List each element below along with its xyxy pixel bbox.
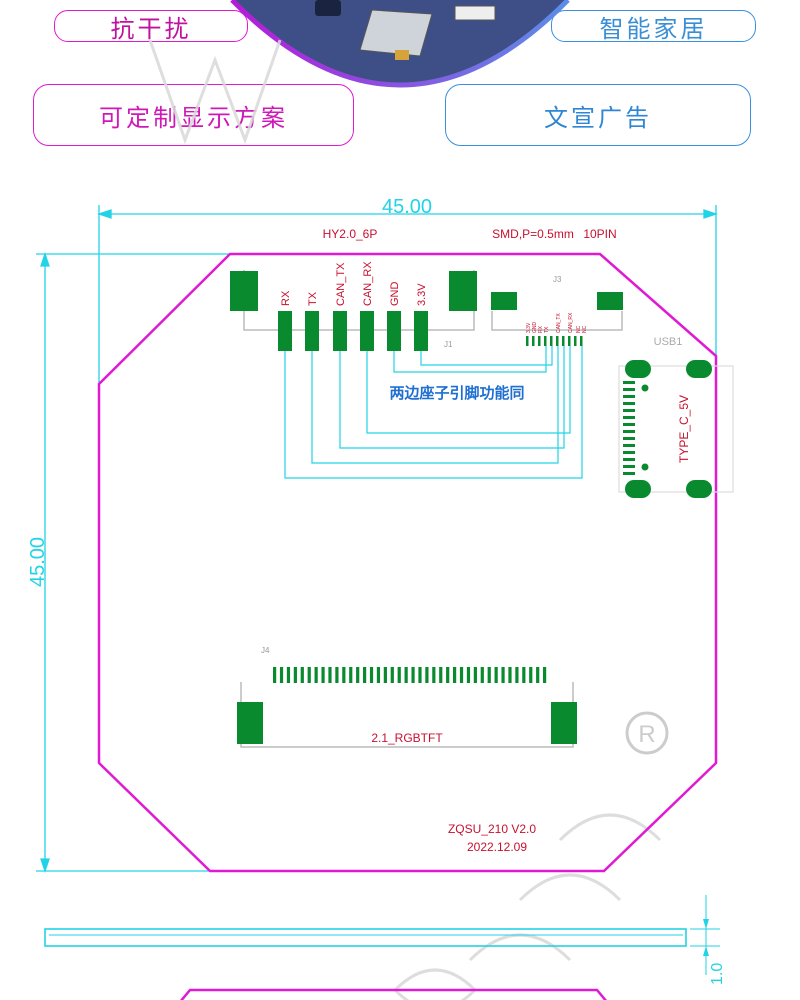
j4-pin — [466, 667, 471, 683]
width-dimension-label: 45.00 — [382, 196, 432, 218]
pin-count-label: 10PIN — [583, 227, 616, 241]
j3-pin-label: NC — [582, 325, 588, 333]
j4-connector — [237, 667, 577, 748]
hy-connector-label: HY2.0_6P — [323, 227, 378, 241]
rgb-connector-label: 2.1_RGBTFT — [371, 731, 443, 745]
badge-anti-interference: 抗干扰 — [54, 10, 248, 43]
same-pinout-note: 两边座子引脚功能同 — [389, 384, 524, 402]
j4-pin — [279, 667, 284, 683]
j4-pin — [363, 667, 367, 683]
j4-pin — [529, 667, 533, 683]
badge-smart-home-text: 智能家居 — [599, 14, 708, 43]
j4-pin — [390, 667, 394, 683]
height-dimension — [36, 251, 230, 874]
height-dimension-label: 45.00 — [27, 537, 49, 587]
usb-type-label: TYPE_C_5V — [677, 395, 691, 463]
product-photo — [230, 0, 570, 88]
j4-pin — [286, 667, 291, 683]
pin-label-can-rx: CAN_RX — [362, 261, 374, 306]
j4-pin — [425, 667, 429, 683]
j3-label: J3 — [553, 275, 562, 284]
j4-pin — [349, 667, 353, 683]
j4-pin — [321, 667, 325, 683]
pin-label-can-tx: CAN_TX — [335, 262, 347, 306]
j1-label: J1 — [444, 340, 453, 349]
j4-pin — [411, 667, 415, 683]
badge-smart-home: 智能家居 — [551, 10, 756, 43]
j4-pin — [335, 667, 339, 683]
j4-pin — [473, 667, 477, 683]
j4-pin — [293, 667, 297, 683]
registered-mark-icon: R — [625, 711, 669, 755]
badge-advertising: 文宣广告 — [445, 84, 751, 146]
j4-pin — [342, 667, 346, 683]
width-dimension — [96, 205, 719, 384]
j3-pin-label: 3.3V — [526, 322, 532, 333]
j4-pin — [383, 667, 387, 683]
j4-pin — [515, 667, 519, 683]
j3-pin-label: GND — [532, 322, 538, 334]
pin-label-tx: TX — [307, 291, 319, 306]
model-label: ZQSU_210 V2.0 — [448, 822, 536, 836]
j4-pin — [418, 667, 422, 683]
j4-pin — [508, 667, 512, 683]
j4-pin — [356, 667, 360, 683]
badge-advertising-text: 文宣广告 — [544, 103, 652, 132]
j4-pin — [522, 667, 526, 683]
j3-pin-label: TX — [544, 326, 550, 333]
board-outline — [97, 252, 718, 873]
j4-pin — [536, 667, 540, 683]
date-label: 2022.12.09 — [467, 840, 527, 854]
registered-mark-letter: R — [638, 721, 655, 748]
pin-label-gnd: GND — [389, 282, 401, 307]
j4-pin — [328, 667, 332, 683]
j3-pin-label: CAN_TX — [556, 313, 562, 333]
j4-pin — [487, 667, 491, 683]
j4-label: J4 — [261, 646, 270, 655]
j4-pin — [300, 667, 304, 683]
watermark — [148, 39, 662, 1000]
usb-c-connector — [618, 360, 734, 498]
j4-pin — [446, 667, 450, 683]
j1-connector — [230, 270, 477, 351]
j4-pin — [480, 667, 484, 683]
j4-pin — [314, 667, 318, 683]
thickness-label: 1.0 — [709, 963, 726, 985]
j3-pin-label: CAN_RX — [568, 312, 574, 333]
j4-pin — [453, 667, 457, 683]
pin-label-rx: RX — [280, 290, 292, 306]
smd-spec-label: SMD,P=0.5mm — [492, 227, 574, 241]
j4-pin — [397, 667, 401, 683]
badge-anti-interference-text: 抗干扰 — [110, 14, 192, 43]
j4-pin — [543, 667, 547, 683]
j4-pin — [439, 667, 443, 683]
j4-pin — [273, 667, 277, 683]
j3-connector — [491, 292, 623, 346]
j4-pin — [459, 667, 464, 683]
usb-label: USB1 — [654, 336, 683, 348]
j4-pin — [501, 667, 505, 683]
pin-label-3v3: 3.3V — [416, 283, 428, 306]
j4-pin — [376, 667, 381, 683]
j4-pin — [369, 667, 374, 683]
j3-pin-label: NC — [576, 325, 582, 333]
j4-pin — [494, 667, 498, 683]
j3-pin-label: RX — [538, 325, 544, 333]
second-board-outline — [180, 988, 607, 1000]
j4-pin — [432, 667, 436, 683]
j4-pin — [404, 667, 408, 683]
j3-pin-labels: 3.3V GND RX TX CAN_TX CAN_RX NC NC — [526, 312, 588, 333]
trace-lines — [284, 346, 583, 479]
j4-pin — [307, 667, 311, 683]
side-view — [44, 895, 720, 975]
